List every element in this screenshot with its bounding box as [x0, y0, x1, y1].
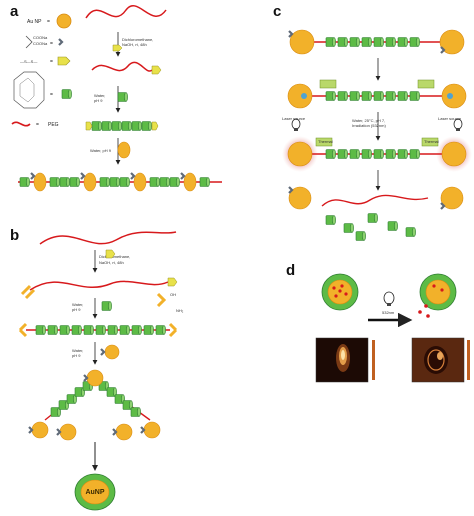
branched-assembly	[27, 369, 161, 441]
released-particle	[418, 273, 457, 318]
wavelength-label: 532nm	[382, 310, 395, 315]
panel-label-c: c	[273, 3, 282, 20]
svg-text:NH₂: NH₂	[176, 308, 184, 313]
svg-text:=: =	[50, 59, 53, 65]
dissociated-products	[287, 185, 464, 241]
polyrotaxane-b	[18, 322, 178, 338]
release-arrow: 532nm	[368, 291, 413, 328]
panel-a: Au NP = COONa COONa = —S—S— = = = PEG	[11, 5, 222, 192]
thermal-left-label: Thermal	[318, 139, 333, 144]
step-b3-text-2: pH 9	[72, 353, 81, 358]
step-b2-text: Water,	[72, 302, 83, 307]
laser-right-label: Laser source	[438, 116, 462, 121]
irradiation-text-2: Irradiation (532nm)	[352, 123, 386, 128]
legend-cyclodextrin: =	[13, 71, 72, 109]
step-a1-text: Dichloromethane,	[122, 37, 153, 42]
laser-left: Laser source	[282, 116, 306, 131]
core-label: AuNP	[85, 489, 104, 496]
stopper-icon	[57, 56, 71, 66]
peg-chain-b	[39, 231, 177, 245]
step-b1-text: Dichloromethane,	[99, 254, 130, 259]
legend-peg: = PEG	[11, 121, 59, 128]
gold-nanoparticle-icon	[56, 13, 72, 29]
legend-coona-label-2: COONa	[33, 41, 48, 46]
core-shell-particle: AuNP	[74, 473, 116, 511]
peg-chain	[85, 5, 167, 19]
step-b3-text: Water,	[72, 348, 83, 353]
panel-c: Laser source Laser source Water, 25°C, p…	[282, 29, 472, 241]
step-a2-text-2: pH 9	[94, 98, 103, 103]
step-b2-text-2: pH 9	[72, 307, 81, 312]
assembly-row-3-heated: Thermal Thermal	[282, 136, 472, 172]
assembly-row-2	[287, 79, 467, 109]
panel-d: 532nm	[315, 273, 470, 383]
legend-aunp: Au NP =	[27, 13, 72, 29]
loaded-particle	[321, 273, 359, 311]
svg-text:OH: OH	[170, 292, 176, 297]
peg-chain-stoppered	[91, 61, 153, 72]
legend-chevron: COONa COONa =	[25, 35, 64, 49]
legend-peg-label: PEG	[48, 122, 59, 128]
panel-label-d: d	[286, 262, 296, 279]
afm-image-before	[315, 337, 375, 383]
assembly-row-1	[287, 29, 465, 55]
polyrotaxane-axle	[85, 121, 159, 131]
panel-label-a: a	[10, 3, 19, 20]
svg-text:—S—S—: —S—S—	[20, 59, 37, 64]
nanoparticle-chain	[18, 171, 222, 192]
svg-text:=: =	[47, 19, 50, 25]
step-a3-text: Water, pH 9	[90, 148, 112, 153]
legend-stopper: —S—S— =	[20, 56, 71, 66]
laser-right: Laser source	[438, 116, 463, 131]
panel-label-b: b	[10, 227, 20, 244]
legend-aunp-label: Au NP	[27, 19, 42, 25]
svg-text:=: =	[50, 92, 53, 98]
svg-text:=: =	[50, 41, 53, 47]
bulb-icon	[383, 291, 395, 305]
irradiation-text: Water, 25°C, pH 7,	[352, 118, 385, 123]
panel-b: Dichloromethane, NaOH, rt, 48h Water, pH…	[18, 231, 184, 511]
step-a1-text-2: NaOH, rt, 48h	[122, 42, 147, 47]
step-a2-text: Water,	[94, 93, 105, 98]
thermal-right-label: Thermal	[424, 139, 439, 144]
peg-chain-icon	[11, 121, 31, 127]
cyclodextrin-ring-icon	[61, 89, 72, 99]
legend-coona-label-1: COONa	[33, 35, 48, 40]
linker-chevron-icon	[57, 37, 64, 47]
step-b1-text-2: NaOH, rt, 48h	[99, 260, 124, 265]
svg-text:=: =	[36, 122, 39, 128]
laser-left-label: Laser source	[282, 116, 306, 121]
afm-image-after	[411, 337, 470, 383]
